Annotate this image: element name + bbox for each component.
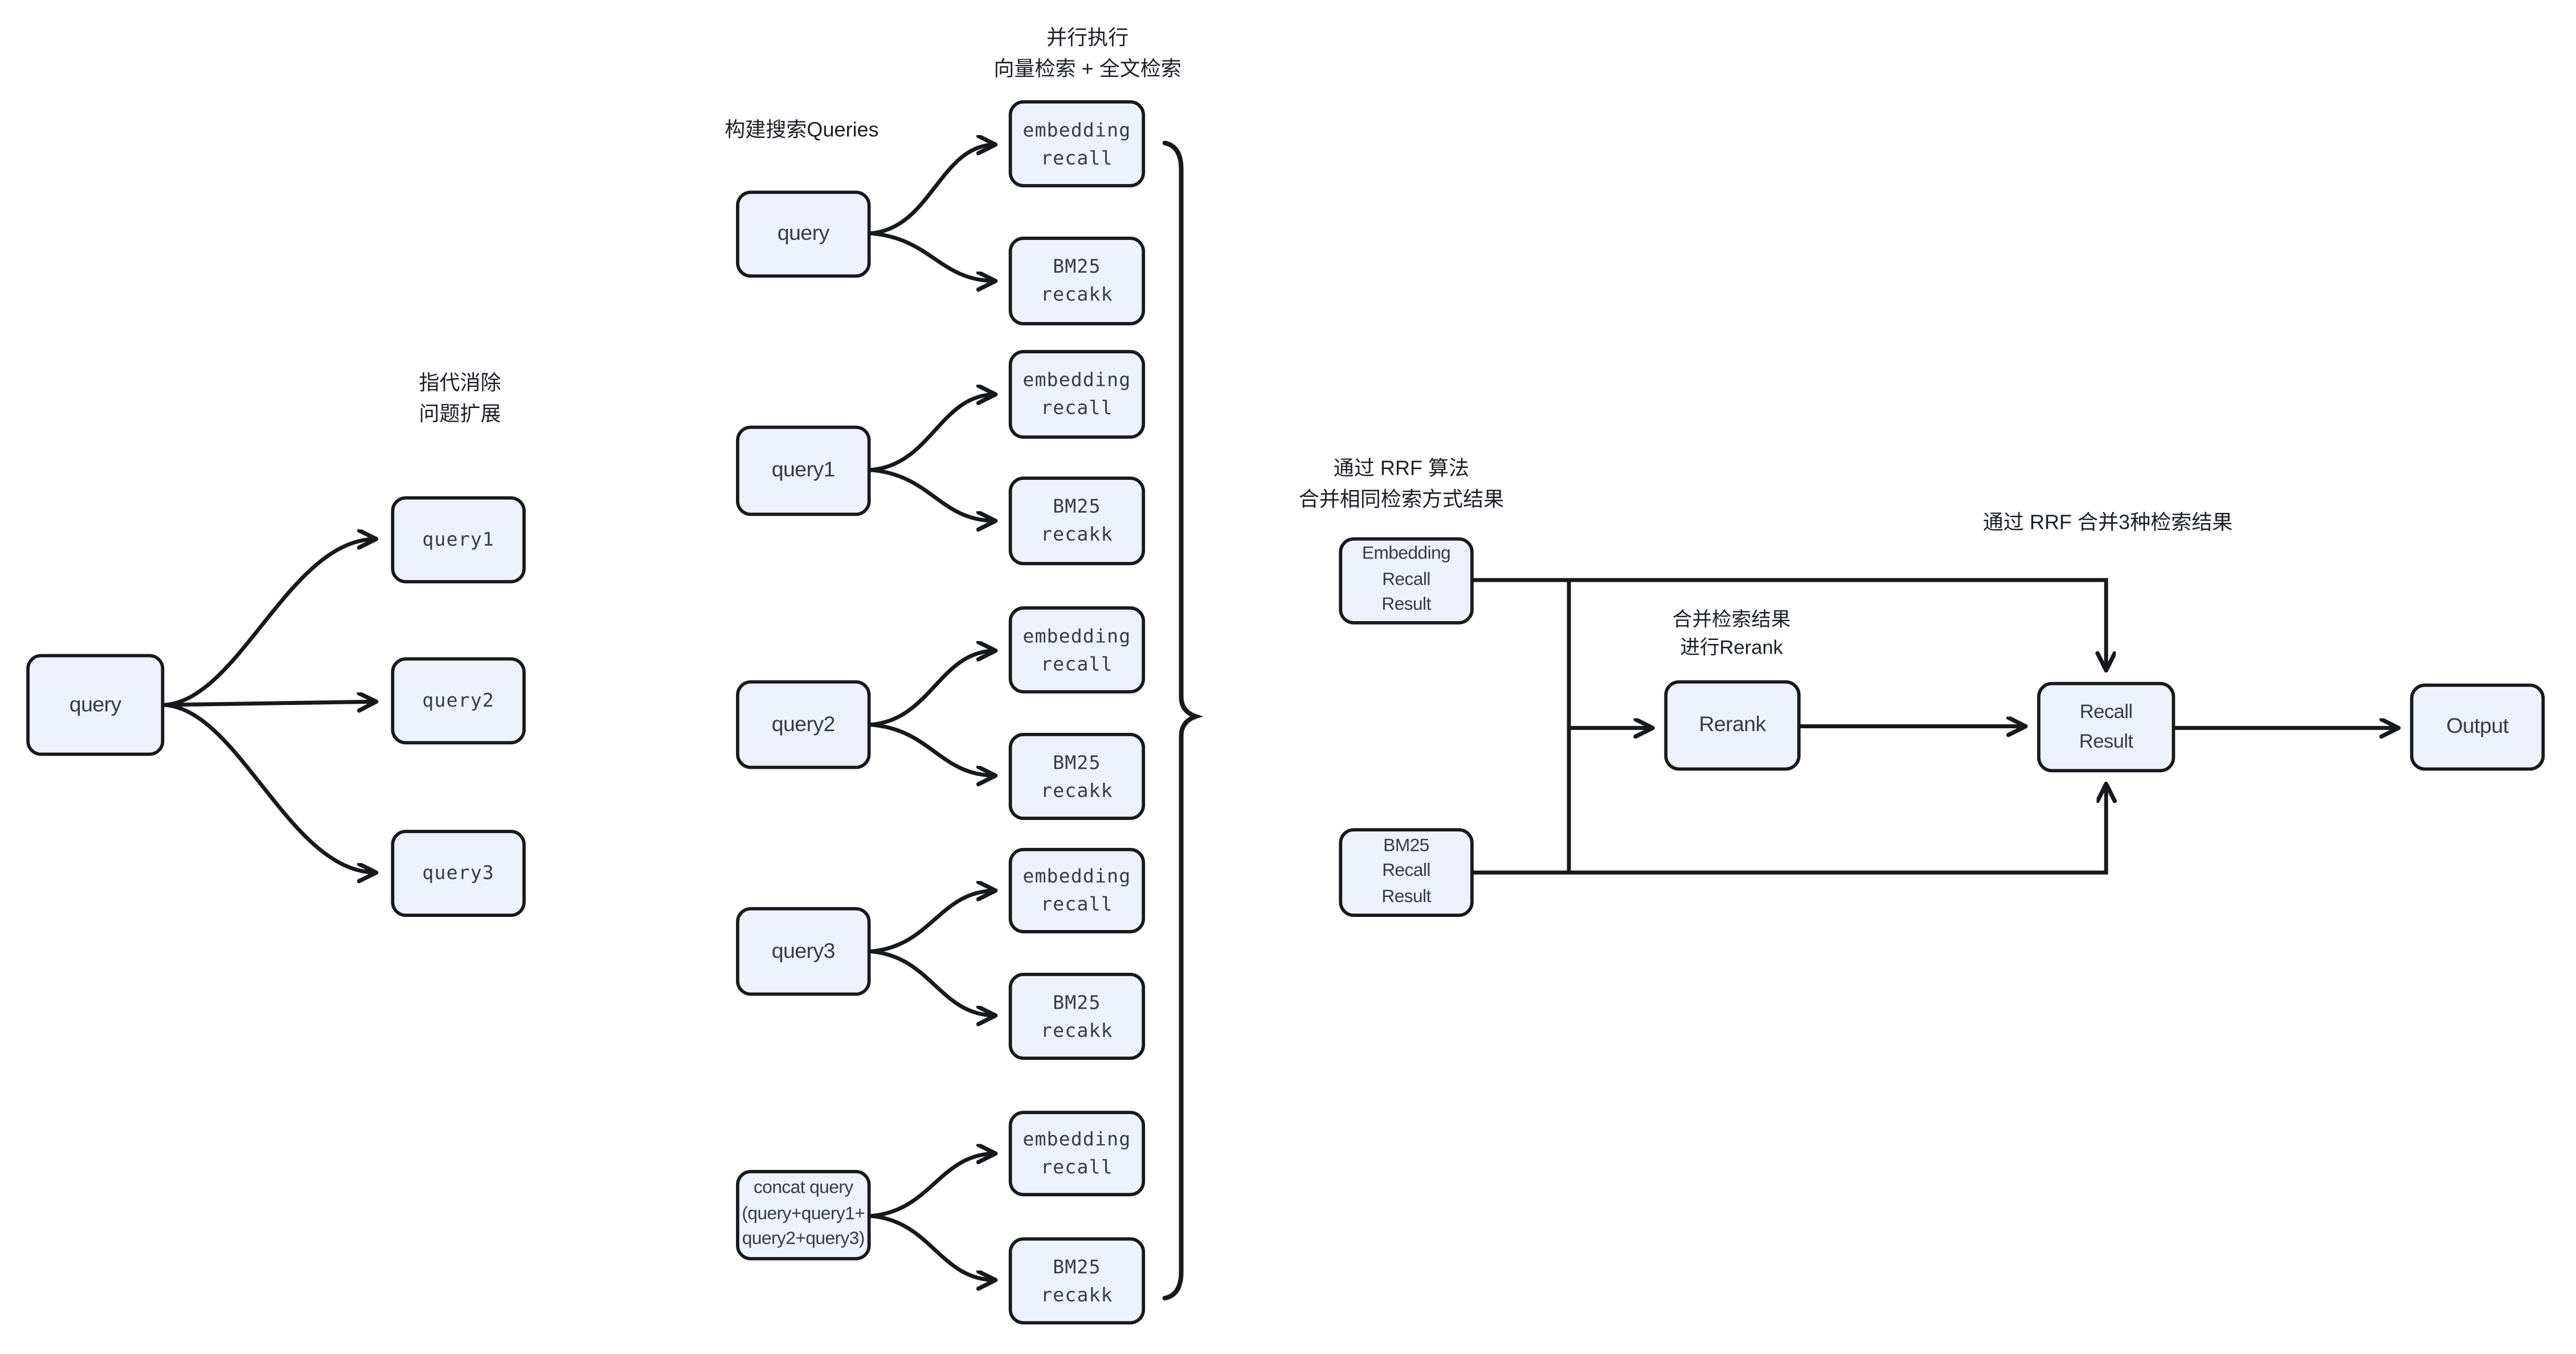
- edge-midquery-to-bm1: [869, 231, 995, 281]
- node-concat-query[interactable]: concat query (query+query1+ query2+query…: [735, 1170, 871, 1261]
- node-query3[interactable]: query3: [391, 830, 526, 917]
- node-output[interactable]: Output: [2410, 683, 2545, 771]
- node-recall-result[interactable]: Recall Result: [2037, 682, 2176, 773]
- label-coref-expansion: 指代消除 问题扩展: [419, 371, 501, 426]
- node-embedding-recall-result[interactable]: Embedding Recall Result: [1339, 537, 1474, 625]
- edge-midquery2-to-bm3: [869, 723, 995, 776]
- node-query-input[interactable]: query: [26, 654, 165, 756]
- node-mid-query1[interactable]: query1: [735, 425, 871, 516]
- node-bm25-recall-5[interactable]: BM25 recakk: [1008, 1237, 1146, 1325]
- node-query2[interactable]: query2: [391, 657, 526, 745]
- label-rrf-same-method: 通过 RRF 算法 合并相同检索方式结果: [1298, 456, 1504, 511]
- node-mid-query3[interactable]: query3: [735, 907, 871, 996]
- label-rrf-merge-three: 通过 RRF 合并3种检索结果: [1982, 511, 2233, 535]
- edge-midquery1-to-bm2: [869, 468, 995, 521]
- node-embedding-recall-4[interactable]: embedding recall: [1008, 847, 1146, 933]
- edge-midquery-to-embed1: [869, 145, 995, 235]
- edge-midquery3-to-embed4: [869, 891, 995, 954]
- node-bm25-recall-4[interactable]: BM25 recakk: [1008, 973, 1146, 1060]
- edge-concat-to-bm5: [869, 1214, 995, 1280]
- label-build-queries: 构建搜索Queries: [725, 118, 879, 141]
- edge-query-to-query2: [162, 702, 376, 705]
- node-bm25-recall-2[interactable]: BM25 recakk: [1008, 476, 1146, 565]
- edge-embres-to-recallresult: [1471, 578, 2106, 671]
- label-parallel-exec: 并行执行 向量检索 + 全文检索: [993, 26, 1181, 80]
- edge-midquery1-to-embed2: [869, 394, 995, 472]
- node-embedding-recall-2[interactable]: embedding recall: [1008, 350, 1146, 439]
- node-mid-query2[interactable]: query2: [735, 680, 871, 769]
- node-embedding-recall-5[interactable]: embedding recall: [1008, 1111, 1146, 1197]
- edge-concat-to-embed5: [869, 1153, 995, 1218]
- node-embedding-recall-1[interactable]: embedding recall: [1008, 100, 1146, 187]
- edge-midquery3-to-bm4: [869, 949, 995, 1016]
- curly-brace: [1162, 140, 1204, 1301]
- node-mid-query[interactable]: query: [735, 190, 871, 278]
- node-query1[interactable]: query1: [391, 496, 526, 584]
- label-merge-rerank: 合并检索结果 进行Rerank: [1672, 607, 1791, 659]
- node-bm25-recall-1[interactable]: BM25 recakk: [1008, 236, 1146, 325]
- edge-bm25res-to-recallresult: [1471, 784, 2106, 875]
- edge-query-to-query1: [162, 539, 376, 707]
- edge-query-to-query3: [162, 703, 376, 872]
- node-bm25-recall-3[interactable]: BM25 recakk: [1008, 733, 1146, 820]
- edge-midquery2-to-embed3: [869, 651, 995, 727]
- node-embedding-recall-3[interactable]: embedding recall: [1008, 606, 1146, 694]
- node-rerank[interactable]: Rerank: [1664, 680, 1801, 771]
- node-bm25-recall-result[interactable]: BM25 Recall Result: [1339, 828, 1474, 917]
